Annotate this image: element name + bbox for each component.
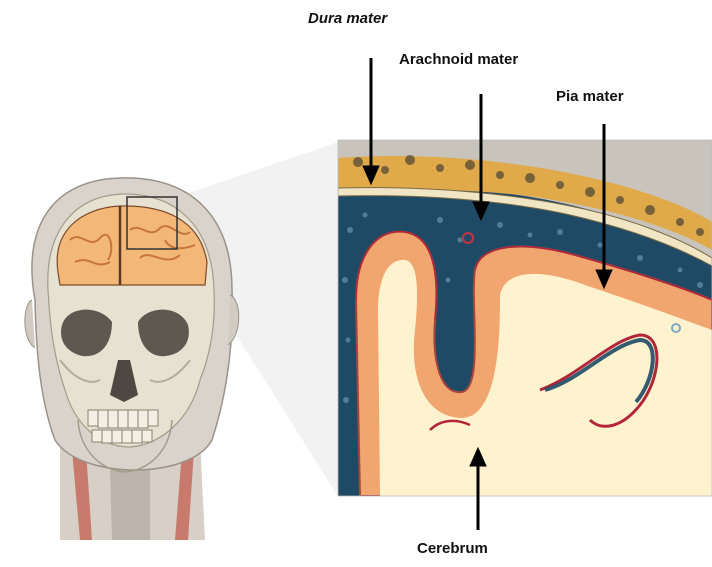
arachnoid-mater-label: Arachnoid mater	[399, 51, 518, 68]
teeth	[88, 410, 158, 443]
meninges-inset	[338, 140, 712, 496]
cerebrum-label: Cerebrum	[417, 540, 488, 557]
head-illustration	[25, 178, 239, 540]
pia-mater-label: Pia mater	[556, 88, 624, 105]
dura-mater-label: Dura mater	[308, 10, 387, 27]
